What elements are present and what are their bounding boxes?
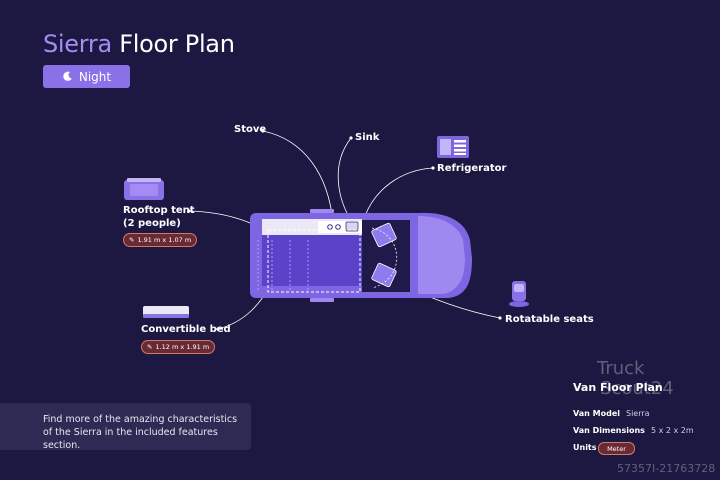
title-accent: Sierra [43,30,112,58]
spec-row-units: Units [573,443,597,452]
watermark-logo-line2: Scout24 [600,378,674,399]
rooftop-tent-label: Rooftop tent [123,205,195,216]
title-rest: Floor Plan [119,30,235,58]
rooftop-tent-dimensions-badge: ✎ 1.91 m x 1.07 m [123,233,198,247]
page-title: Sierra Floor Plan [43,30,235,58]
stove-callout-line [262,130,334,223]
convertible-bed-dimensions-badge: ✎ 1.12 m x 1.91 m [141,340,216,354]
spec-dimensions-value: 5 x 2 x 2m [650,426,694,435]
callout-dots [187,129,502,331]
moon-icon [63,71,72,81]
refrigerator-callout-line [364,167,434,217]
stove-label: Stove [234,124,267,135]
spec-row-dimensions: Van Dimensions 5 x 2 x 2m [573,426,694,435]
rooftop-tent-dimensions: 1.91 m x 1.07 m [137,236,192,244]
watermark-id: 57357I-21763728 [617,462,716,475]
convertible-bed-label: Convertible bed [141,324,231,335]
sink-callout-line [337,137,353,223]
rooftop-tent-capacity: (2 people) [123,218,181,229]
spec-model-value: Sierra [625,409,650,418]
night-mode-label: Night [78,69,112,84]
rotatable-seat-icon [509,281,529,307]
spec-units-label: Units [573,443,597,452]
refrigerator-label: Refrigerator [437,163,507,174]
convertible-bed-dimensions: 1.12 m x 1.91 m [155,343,210,351]
night-mode-button[interactable]: Night [43,65,130,88]
spec-row-model: Van Model Sierra [573,409,650,418]
rotatable-seats-label: Rotatable seats [505,314,594,325]
spec-title: Van Floor Plan [573,381,663,394]
ruler-icon: ✎ [129,236,135,244]
sink-label: Sink [355,132,380,143]
refrigerator-icon [437,136,469,158]
ruler-icon: ✎ [147,343,153,351]
rooftop-tent-icon [124,178,164,200]
features-info-box: Find more of the amazing characteristics… [0,403,251,452]
van-floor-plan [250,209,472,302]
watermark-logo-line1: Truck [597,358,645,379]
features-info-line1: Find more of the amazing characteristics [43,414,238,425]
spec-model-label: Van Model [573,409,620,418]
convertible-bed-icon [143,306,189,318]
features-info-text: Find more of the amazing characteristics… [43,413,251,452]
spec-dimensions-label: Van Dimensions [573,426,645,435]
units-toggle-button[interactable]: Meter [598,442,635,455]
features-info-line2: of the Sierra in the included features s… [43,427,218,451]
